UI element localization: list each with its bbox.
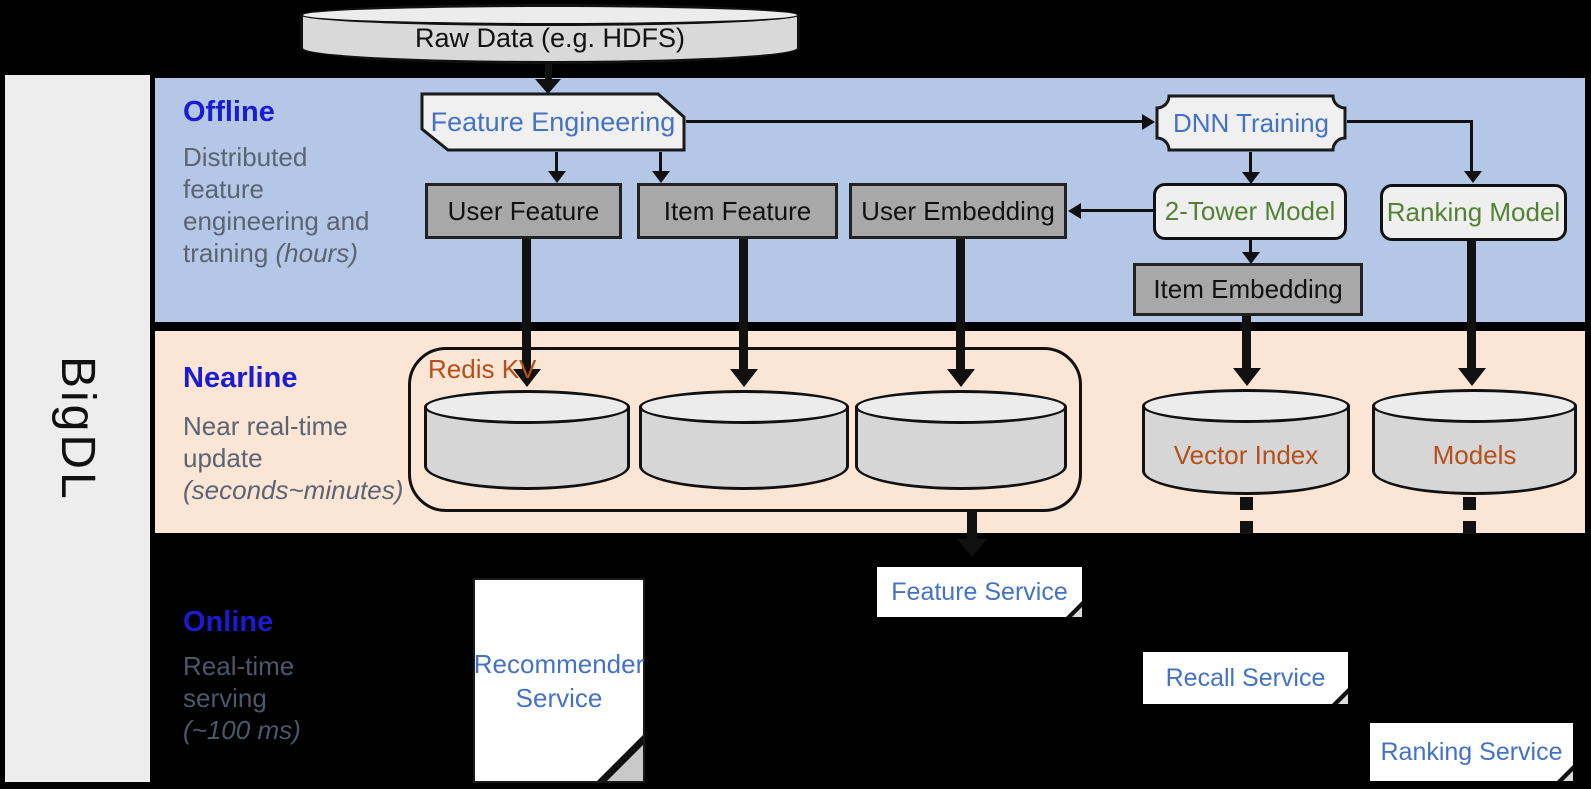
bigdl-sidebar: BigDL: [5, 75, 150, 782]
service-label: Feature Service: [891, 577, 1068, 606]
node-label: Item Feature: [663, 195, 812, 226]
service-label: Ranking Service: [1380, 737, 1563, 766]
arrowhead: [1242, 252, 1260, 264]
thick-arrow-itemembedding-vectorindex: [1242, 316, 1251, 369]
arrow-dnn-twotower: [1249, 152, 1252, 173]
cylinder-top: [855, 390, 1067, 424]
online-subtitle: Real-time serving (~100 ms): [183, 651, 301, 745]
node-label: Feature Engineering: [430, 106, 676, 137]
arrowhead: [1458, 368, 1486, 386]
cylinder-top: [300, 4, 800, 26]
offline-subtitle: Distributed feature engineering and trai…: [183, 142, 370, 268]
thick-arrow-redis-featureservice: [967, 512, 977, 540]
arrowhead: [1242, 172, 1260, 184]
node-user-embedding: User Embedding: [849, 183, 1067, 239]
thick-arrow-rankingmodel-models: [1467, 241, 1476, 369]
page-fold-icon: [607, 745, 643, 781]
recall-service-box: Recall Service: [1143, 652, 1348, 704]
dashed-connector-models: [1463, 497, 1476, 537]
page-fold-icon: [1563, 771, 1573, 781]
offline-title: Offline: [183, 96, 275, 128]
node-item-feature: Item Feature: [637, 183, 838, 239]
service-label: Service: [515, 682, 603, 713]
page-fold-icon: [1072, 607, 1082, 617]
arrow-rawdata-fe: [545, 64, 552, 80]
redis-cylinder-2: [639, 390, 849, 490]
cylinder-top: [639, 390, 849, 424]
ranking-service-box: Ranking Service: [1370, 723, 1573, 781]
raw-data-label: Raw Data (e.g. HDFS): [414, 22, 686, 53]
vector-index-store: Vector Index: [1142, 389, 1350, 495]
arrowhead: [1464, 171, 1482, 183]
node-label: Item Embedding: [1153, 274, 1343, 304]
snip-shape: [420, 92, 686, 152]
node-two-tower-model: 2-Tower Model: [1153, 183, 1347, 240]
feature-service-box: Feature Service: [877, 567, 1082, 617]
cylinder-top: [1142, 389, 1350, 423]
node-label: 2-Tower Model: [1164, 196, 1336, 226]
nearline-subtitle: Near real-time update (seconds~minutes): [183, 411, 404, 505]
cylinder-body: [1142, 406, 1350, 495]
cylinder-top: [424, 390, 630, 424]
node-ranking-model: Ranking Model: [1380, 184, 1567, 241]
redis-cylinder-3: [855, 390, 1067, 490]
service-label: Recall Service: [1165, 663, 1326, 692]
nearline-title: Nearline: [183, 362, 298, 394]
arrow-dnn-ranking-h: [1347, 120, 1473, 123]
thick-arrow-itemfeature-redis: [739, 239, 748, 370]
recommender-service-doc: Recommender Service: [473, 578, 645, 783]
node-label: User Embedding: [861, 195, 1055, 226]
models-label: Models: [1432, 439, 1517, 470]
node-label: User Feature: [447, 195, 600, 226]
node-user-feature: User Feature: [425, 183, 622, 239]
node-item-embedding: Item Embedding: [1133, 263, 1363, 316]
bigdl-label: BigDL: [51, 355, 104, 502]
plaque-shape: [1155, 94, 1347, 152]
thick-arrow-userembedding-redis: [956, 239, 965, 370]
arrowhead: [1068, 203, 1081, 219]
online-title: Online: [183, 606, 274, 638]
service-label: Recommender: [473, 648, 645, 679]
node-label: Ranking Model: [1386, 197, 1561, 227]
arrowhead: [535, 79, 561, 94]
arrow-twotower-itemembedding: [1249, 240, 1252, 253]
arrow-twotower-userembedding: [1080, 209, 1154, 212]
arrowhead: [652, 171, 670, 183]
node-feature-engineering: Feature Engineering: [420, 92, 686, 152]
redis-cylinder-1: [424, 390, 630, 490]
dashed-connector-vectorindex: [1240, 497, 1253, 537]
page-fold-icon: [1338, 694, 1348, 704]
raw-data-store: Raw Data (e.g. HDFS): [300, 4, 800, 64]
vector-index-label: Vector Index: [1173, 439, 1319, 470]
arrow-fe-itemfeature: [659, 152, 662, 172]
arrowhead: [947, 369, 975, 387]
node-dnn-training: DNN Training: [1155, 94, 1347, 152]
arrow-fe-dnn: [686, 120, 1143, 123]
arrow-dnn-ranking-v: [1470, 120, 1473, 172]
arrowhead: [1233, 368, 1261, 386]
arrowhead: [548, 171, 566, 183]
redis-kv-container: [408, 347, 1082, 512]
cylinder-top: [1372, 389, 1577, 423]
redis-kv-label: Redis KV: [428, 354, 537, 384]
arrowhead: [730, 369, 758, 387]
arrowhead: [957, 539, 987, 557]
models-store: Models: [1372, 389, 1577, 495]
node-label: DNN Training: [1172, 107, 1330, 138]
thick-arrow-userfeature-redis: [522, 239, 531, 370]
arrow-fe-userfeature: [555, 152, 558, 172]
arrowhead: [1142, 114, 1155, 130]
arrowhead: [513, 369, 541, 387]
